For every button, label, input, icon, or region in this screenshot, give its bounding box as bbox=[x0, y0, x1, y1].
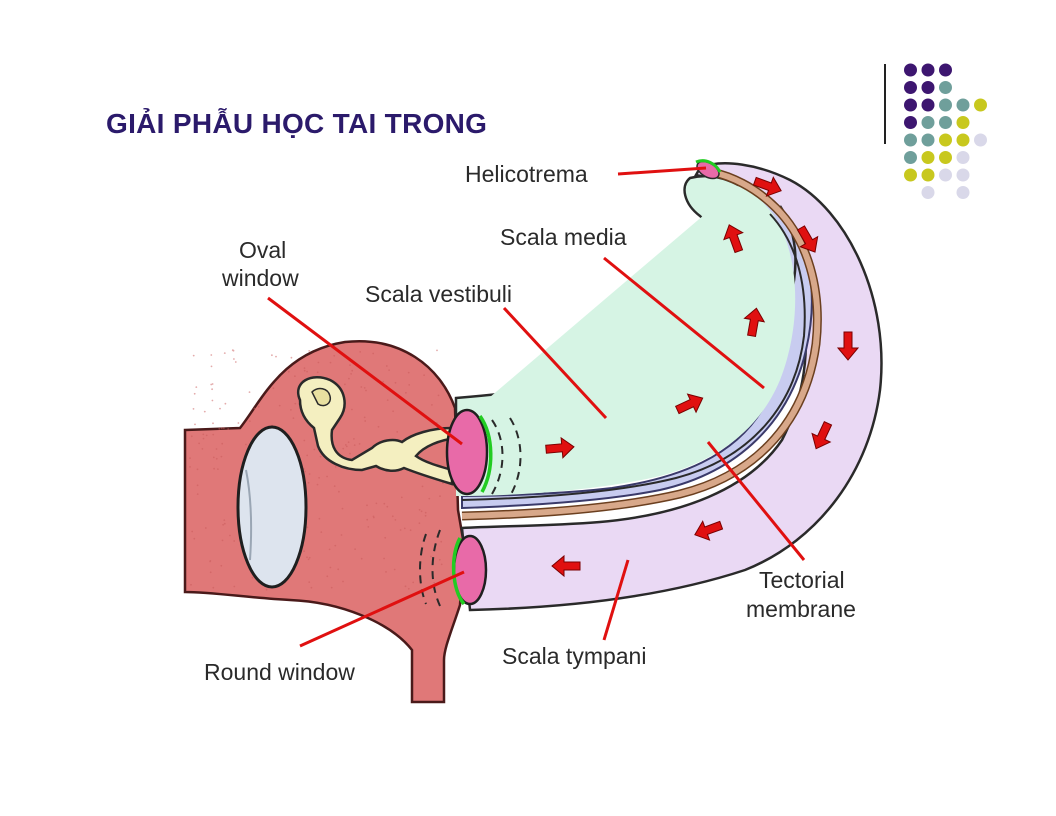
label-tectorial-line2: membrane bbox=[746, 596, 856, 622]
label-tectorial-line1: Tectorial bbox=[759, 567, 845, 593]
decorative-dot bbox=[921, 63, 935, 77]
middle-ear-region bbox=[183, 339, 466, 704]
arrow-tympani-3 bbox=[836, 331, 860, 361]
decorative-dot bbox=[956, 133, 970, 147]
tympanic-membrane bbox=[236, 425, 308, 589]
leader-line-scala-tympani bbox=[602, 559, 630, 641]
decorative-dot bbox=[956, 168, 970, 182]
decorative-dot bbox=[939, 116, 952, 129]
decorative-dot bbox=[904, 116, 917, 129]
leader-line-scala-media bbox=[603, 256, 765, 390]
decorative-dot bbox=[939, 81, 952, 94]
label-oval-window-line1: Oval bbox=[239, 237, 286, 263]
decorative-dot bbox=[921, 98, 935, 112]
label-oval-window-line2: window bbox=[221, 265, 299, 291]
arrow-vestibuli-2 bbox=[674, 393, 704, 415]
label-round-window: Round window bbox=[204, 659, 355, 685]
decorative-dot bbox=[939, 63, 952, 77]
leader-line-helicotrema bbox=[617, 166, 707, 176]
decorative-dot bbox=[956, 116, 970, 129]
decorative-dot bbox=[921, 186, 935, 199]
label-helicotrema: Helicotrema bbox=[465, 161, 588, 187]
arrow-tympani-6 bbox=[551, 554, 581, 578]
arrow-vestibuli-1 bbox=[545, 436, 575, 459]
decorative-dot bbox=[921, 81, 935, 94]
oval-window bbox=[445, 408, 489, 496]
ossicle-chain bbox=[297, 375, 458, 486]
decorative-dot bbox=[904, 151, 917, 164]
leader-line-oval-window bbox=[267, 296, 463, 446]
decorative-dot bbox=[904, 98, 917, 112]
slide-title: GIẢI PHẪU HỌC TAI TRONG bbox=[106, 108, 488, 139]
decorative-dot bbox=[921, 168, 935, 182]
decorative-dot bbox=[956, 151, 970, 164]
label-scala-media: Scala media bbox=[500, 224, 627, 250]
decorative-dot bbox=[974, 98, 987, 112]
fluid-flow-arrows bbox=[545, 176, 860, 578]
decorative-dot bbox=[939, 98, 952, 112]
arrow-vestibuli-4 bbox=[723, 224, 744, 254]
decorative-dot bbox=[939, 168, 952, 182]
arrow-tympani-5 bbox=[694, 520, 724, 541]
arrow-vestibuli-3 bbox=[743, 307, 766, 338]
arrow-tympani-4 bbox=[811, 420, 833, 450]
decorative-dot bbox=[921, 133, 935, 147]
arrow-tympani-2 bbox=[796, 225, 819, 253]
decorative-dot bbox=[939, 133, 952, 147]
decorative-dot bbox=[921, 151, 935, 164]
decorative-dot bbox=[974, 133, 987, 147]
leader-line-round-window bbox=[299, 570, 465, 648]
decorative-dot bbox=[921, 116, 935, 129]
decorative-dot bbox=[956, 186, 970, 199]
decorative-dot bbox=[904, 133, 917, 147]
arrow-tympani-1 bbox=[752, 176, 782, 197]
leader-lines bbox=[267, 166, 806, 648]
leader-line-scala-vestibuli bbox=[502, 306, 608, 420]
decorative-divider bbox=[884, 64, 886, 144]
decorative-dot bbox=[904, 168, 917, 182]
decorative-dot bbox=[956, 98, 970, 112]
leader-line-tectorial bbox=[706, 441, 806, 561]
label-scala-tympani: Scala tympani bbox=[502, 643, 646, 669]
label-scala-vestibuli: Scala vestibuli bbox=[365, 281, 512, 307]
decorative-dot bbox=[939, 151, 952, 164]
decorative-dot bbox=[904, 81, 917, 94]
decorative-dot bbox=[904, 63, 917, 77]
